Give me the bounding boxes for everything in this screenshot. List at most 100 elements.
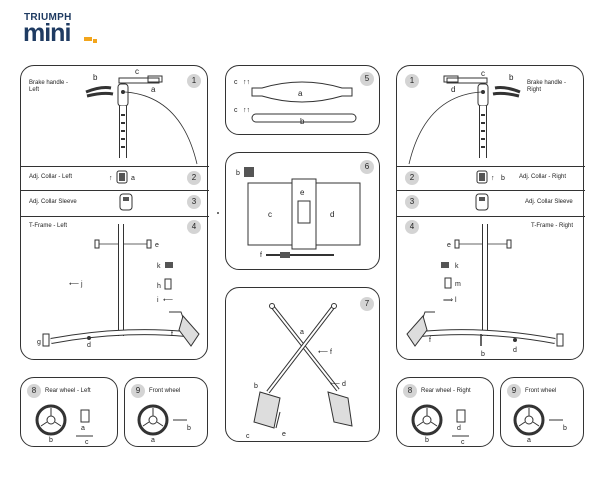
step-number: 6	[360, 160, 374, 174]
step-7-drawing: a ⟵ f ⟵ d b c e	[246, 303, 353, 440]
step-number: 9	[131, 384, 145, 398]
svg-text:⟵ d: ⟵ d	[330, 381, 346, 388]
svg-text:d: d	[330, 210, 334, 219]
step-number: 3	[405, 195, 419, 209]
step-number: 2	[405, 171, 419, 185]
step-label: Rear wheel - Right	[421, 388, 471, 394]
step-label: Adj. Collar Sleeve	[525, 199, 573, 205]
step-6-panel: 6 b e c d f	[225, 152, 380, 270]
step-label: Front wheel	[149, 388, 181, 394]
step-number: 2	[187, 171, 201, 185]
stray-dot	[217, 212, 219, 214]
svg-text:a: a	[527, 437, 531, 444]
part-letter-c: c	[135, 67, 139, 76]
svg-text:d: d	[451, 85, 455, 94]
step-label: Adj. Collar - Right	[519, 174, 567, 180]
svg-text:⟹ l: ⟹ l	[443, 297, 457, 304]
step-number: 5	[360, 72, 374, 86]
brand-bottom-text: mini	[23, 19, 71, 47]
brand-top-text: TRIUMPH	[24, 12, 72, 23]
svg-text:e: e	[282, 431, 286, 438]
svg-text:b: b	[481, 351, 485, 358]
svg-text:c: c	[268, 210, 272, 219]
part-letter-b: b	[93, 73, 98, 82]
front-wheel-left-drawing: b a	[137, 404, 191, 444]
rear-wheel-left-drawing: a b c	[35, 404, 93, 446]
right-panel: 1 Brake handle -Right c d b 2 ↑ b Adj. C…	[396, 65, 585, 360]
step-label: Adj. Collar Sleeve	[29, 199, 77, 205]
step-9-left-panel: 9 Front wheel b a	[124, 377, 208, 447]
svg-text:c: c	[234, 107, 238, 114]
step-number: 9	[507, 384, 521, 398]
svg-text:↑: ↑	[491, 175, 495, 182]
divider	[21, 190, 209, 191]
brake-handle-left-drawing: b c a	[85, 67, 198, 165]
svg-text:d: d	[457, 425, 461, 432]
brake-handle-right-drawing: c d b	[408, 69, 521, 165]
step-label: Brake handle -Left	[29, 80, 69, 93]
svg-text:e: e	[447, 242, 451, 249]
front-wheel-right-drawing: b a	[513, 404, 567, 444]
step-number: 4	[405, 220, 419, 234]
step-label: Adj. Collar - Left	[29, 174, 73, 180]
step-number: 1	[405, 74, 419, 88]
svg-text:b: b	[254, 383, 258, 390]
svg-text:b: b	[509, 73, 514, 82]
t-frame-left-drawing: e g d k ⟵ j h i ⟵ f	[37, 224, 200, 349]
adj-collar-right-icon: ↑ b	[476, 170, 505, 184]
logo-accent-icon	[84, 37, 97, 43]
step-9-right-panel: 9 Front wheel b a	[500, 377, 584, 447]
step-number: 7	[360, 297, 374, 311]
svg-text:b: b	[501, 175, 505, 182]
svg-text:b: b	[187, 425, 191, 432]
step-number: 4	[187, 220, 201, 234]
step-8-left-panel: 8 Rear wheel - Left a b c	[20, 377, 118, 447]
svg-text:⟵ f: ⟵ f	[318, 349, 332, 356]
svg-text:c: c	[234, 79, 238, 86]
svg-text:a: a	[81, 425, 85, 432]
svg-text:⟵: ⟵	[163, 297, 173, 304]
svg-text:e: e	[155, 242, 159, 249]
rear-wheel-right-drawing: d b c	[411, 404, 469, 446]
t-frame-right-drawing: e k m ⟹ l f b d	[406, 224, 564, 358]
svg-text:c: c	[246, 433, 250, 440]
svg-text:i: i	[157, 297, 159, 304]
svg-text:↑↑: ↑↑	[243, 107, 250, 114]
svg-text:↑↑: ↑↑	[243, 79, 250, 86]
svg-text:h: h	[157, 283, 161, 290]
svg-text:d: d	[513, 347, 517, 354]
step-label: T-Frame - Left	[29, 223, 68, 229]
svg-text:b: b	[236, 170, 240, 177]
left-panel: 1 Brake handle -Left b c a Adj. Collar -…	[20, 65, 209, 360]
svg-text:f: f	[429, 337, 431, 344]
svg-text:d: d	[87, 342, 91, 349]
adj-collar-left-icon: ↑ a	[109, 170, 135, 184]
svg-text:k: k	[157, 263, 161, 270]
step-7-panel: 7 a ⟵ f ⟵ d b c e	[225, 287, 380, 442]
divider	[21, 166, 209, 167]
step-5-drawing: c ↑↑ a c ↑↑ b	[234, 79, 357, 126]
step-number: 8	[403, 384, 417, 398]
svg-text:a: a	[300, 329, 304, 336]
svg-text:a: a	[131, 175, 135, 182]
svg-text:m: m	[455, 281, 461, 288]
svg-text:b: b	[425, 437, 429, 444]
step-6-drawing: b e c d f	[236, 167, 361, 259]
step-8-right-panel: 8 Rear wheel - Right d b c	[396, 377, 494, 447]
svg-text:c: c	[461, 439, 465, 446]
svg-text:f: f	[260, 252, 262, 259]
step-5-panel: 5 c ↑↑ a c ↑↑ b	[225, 65, 380, 135]
collar-sleeve-icon	[119, 193, 133, 211]
svg-text:c: c	[481, 69, 485, 78]
step-label: Rear wheel - Left	[45, 388, 91, 394]
collar-sleeve-icon	[475, 193, 489, 211]
divider	[397, 190, 585, 191]
svg-text:a: a	[151, 437, 155, 444]
svg-text:a: a	[298, 89, 303, 98]
svg-text:f: f	[171, 331, 173, 338]
svg-text:b: b	[49, 437, 53, 444]
step-number: 8	[27, 384, 41, 398]
svg-text:b: b	[300, 117, 305, 126]
svg-text:c: c	[85, 439, 89, 446]
svg-text:e: e	[300, 188, 305, 197]
